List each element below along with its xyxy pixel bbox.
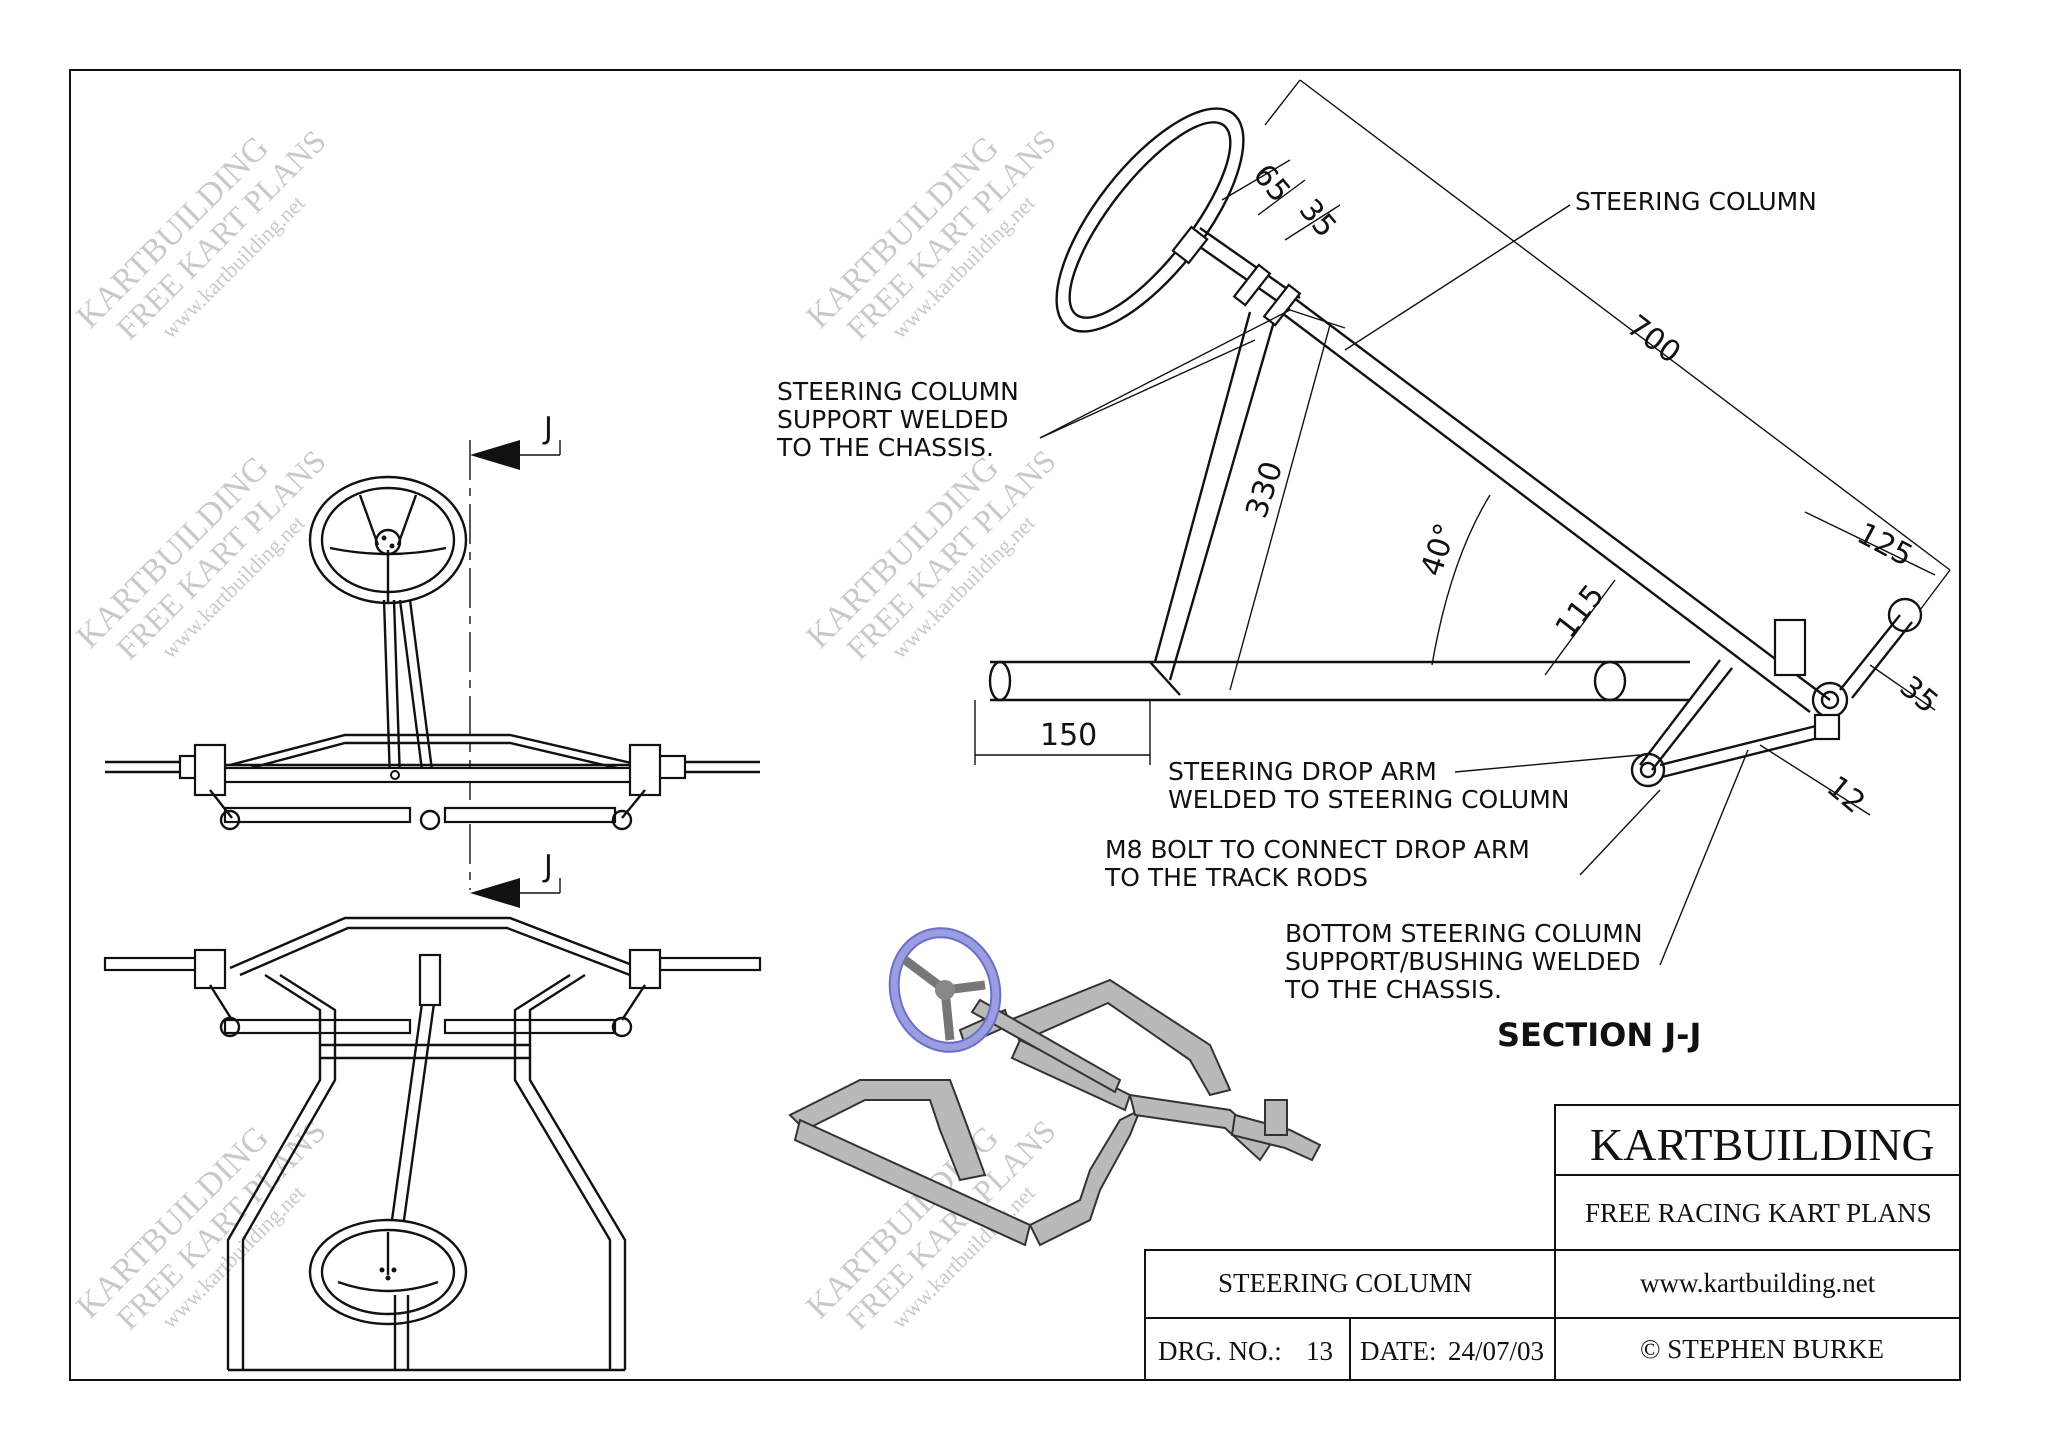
top-view	[103, 916, 762, 1372]
svg-text:STEERING COLUMN: STEERING COLUMN	[777, 377, 1019, 406]
svg-text:TO THE CHASSIS.: TO THE CHASSIS.	[1284, 975, 1502, 1004]
sheet-border	[69, 69, 1961, 1381]
svg-text:STEERING DROP ARM: STEERING DROP ARM	[1168, 757, 1437, 786]
dim-115: 115	[1549, 578, 1612, 645]
svg-text:SUPPORT WELDED: SUPPORT WELDED	[777, 405, 1009, 434]
callout-column-support: STEERING COLUMN SUPPORT WELDED TO THE CH…	[776, 377, 1019, 462]
dim-150: 150	[1040, 718, 1097, 753]
section-label-bottom: J	[542, 849, 553, 884]
callout-steering-column: STEERING COLUMN	[1575, 187, 1817, 216]
title-copyright: © STEPHEN BURKE	[1640, 1334, 1884, 1364]
dim-125: 125	[1851, 516, 1918, 574]
dim-65: 65	[1246, 158, 1297, 210]
dim-330: 330	[1239, 457, 1290, 522]
svg-text:FREE KART PLANS: FREE KART PLANS	[839, 123, 1063, 347]
svg-text:FREE KART PLANS: FREE KART PLANS	[839, 443, 1063, 667]
steering-wheel-section	[1055, 107, 1245, 333]
section-arrow-bottom	[470, 878, 520, 908]
title-date-label: DATE:	[1360, 1336, 1437, 1366]
title-block: KARTBUILDING FREE RACING KART PLANS STEE…	[1144, 1104, 1961, 1381]
callout-bottom-support: BOTTOM STEERING COLUMN SUPPORT/BUSHING W…	[1284, 919, 1643, 1004]
svg-text:FREE KART PLANS: FREE KART PLANS	[109, 1113, 333, 1337]
svg-text:SUPPORT/BUSHING WELDED: SUPPORT/BUSHING WELDED	[1285, 947, 1641, 976]
svg-text:TO THE TRACK RODS: TO THE TRACK RODS	[1104, 863, 1368, 892]
title-drg-value: 13	[1306, 1336, 1333, 1366]
isometric-view	[788, 927, 1322, 1247]
dim-35-top: 35	[1292, 193, 1343, 245]
svg-text:BOTTOM STEERING COLUMN: BOTTOM STEERING COLUMN	[1285, 919, 1643, 948]
dim-35-right: 35	[1893, 669, 1945, 720]
title-subtitle: FREE RACING KART PLANS	[1585, 1198, 1932, 1228]
watermark-4: KARTBUILDING FREE KART PLANS www.kartbui…	[799, 123, 1063, 347]
dim-40: 40°	[1414, 519, 1464, 580]
section-arrow-top	[470, 440, 520, 470]
title-drg-label: DRG. NO.:	[1158, 1336, 1282, 1366]
watermark-1: KARTBUILDING FREE KART PLANS www.kartbui…	[69, 123, 333, 347]
svg-text:WELDED TO STEERING COLUMN: WELDED TO STEERING COLUMN	[1168, 785, 1569, 814]
dim-12: 12	[1820, 769, 1872, 820]
title-drawing-name: STEERING COLUMN	[1218, 1268, 1472, 1298]
watermark-3: KARTBUILDING FREE KART PLANS www.kartbui…	[69, 1113, 333, 1337]
title-website: www.kartbuilding.net	[1640, 1268, 1876, 1298]
callout-drop-arm: STEERING DROP ARM WELDED TO STEERING COL…	[1168, 757, 1569, 814]
svg-text:FREE KART PLANS: FREE KART PLANS	[109, 443, 333, 667]
dim-700: 700	[1620, 308, 1687, 370]
steering-wheel-front	[308, 475, 468, 605]
front-view: J J	[105, 411, 760, 908]
svg-text:M8 BOLT TO CONNECT DROP ARM: M8 BOLT TO CONNECT DROP ARM	[1105, 835, 1530, 864]
section-label-top: J	[542, 411, 553, 446]
title-company: KARTBUILDING	[1590, 1119, 1935, 1170]
svg-text:FREE KART PLANS: FREE KART PLANS	[109, 123, 333, 347]
watermark-2: KARTBUILDING FREE KART PLANS www.kartbui…	[69, 443, 333, 667]
svg-text:TO THE CHASSIS.: TO THE CHASSIS.	[776, 433, 994, 462]
title-date-value: 24/07/03	[1448, 1336, 1544, 1366]
callout-m8-bolt: M8 BOLT TO CONNECT DROP ARM TO THE TRACK…	[1104, 835, 1530, 892]
section-title: SECTION J-J	[1497, 1016, 1701, 1054]
